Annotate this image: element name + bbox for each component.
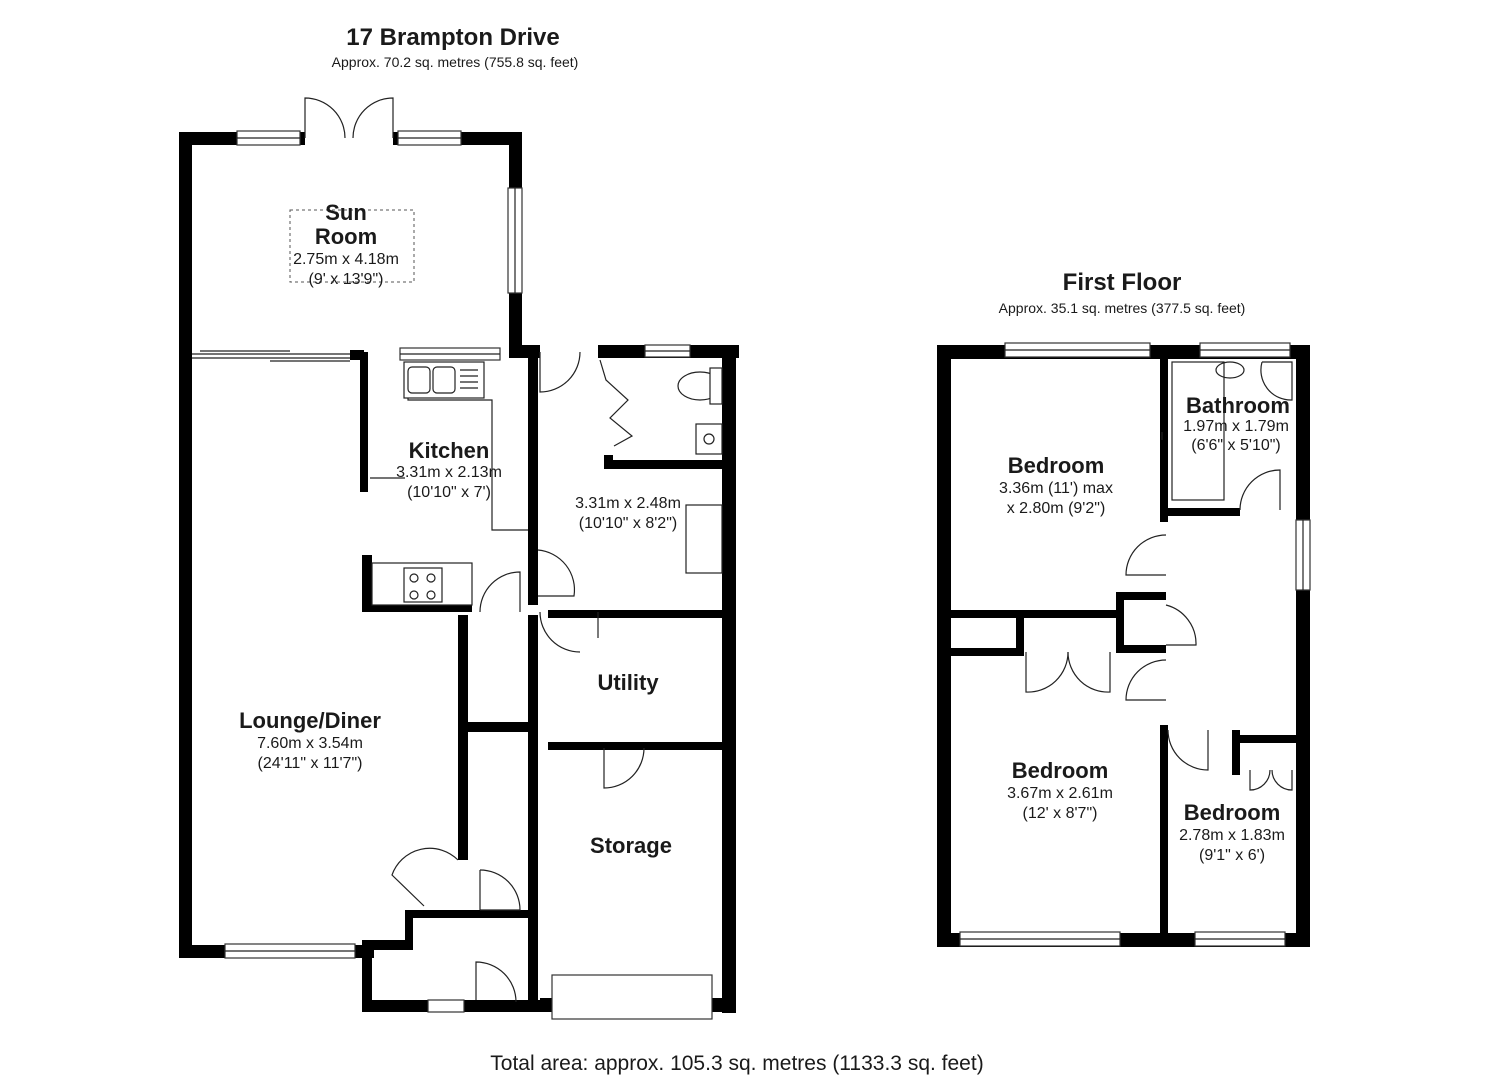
kitchen-dim-imperial: (10'10" x 7') — [407, 484, 491, 501]
total-area: Total area: approx. 105.3 sq. metres (11… — [490, 1052, 983, 1075]
kitchen-name: Kitchen — [409, 438, 490, 463]
sliding-door — [192, 350, 360, 362]
first-floor-doors — [1025, 469, 1293, 791]
utility-name: Utility — [597, 670, 659, 695]
lounge-diner-name: Lounge/Diner — [239, 708, 381, 733]
doors-ground — [479, 343, 723, 789]
bedroom-3-dim-metric: 2.78m x 1.83m — [1179, 827, 1285, 844]
first-floor-windows — [959, 342, 1311, 947]
bedroom-3-dim-imperial: (9'1" x 6') — [1199, 847, 1265, 864]
ground-floor-area: Approx. 70.2 sq. metres (755.8 sq. feet) — [332, 54, 579, 70]
hall-doors — [224, 847, 713, 1020]
bedroom-2-name: Bedroom — [1012, 758, 1109, 783]
bathroom-name: Bathroom — [1186, 393, 1290, 418]
lounge-diner-dim-imperial: (24'11" x 11'7") — [258, 755, 363, 772]
french-doors — [304, 97, 394, 146]
kitchen-units — [370, 361, 530, 531]
hob — [371, 562, 473, 606]
sun-room-dim-imperial: (9' x 13'9") — [309, 271, 384, 288]
sun-room-dim-metric: 2.75m x 4.18m — [293, 251, 399, 268]
bedroom-1-name: Bedroom — [1008, 453, 1105, 478]
bathroom-dim-imperial: (6'6" x 5'10") — [1191, 437, 1281, 454]
ground-floor-plan: 17 Brampton Drive Approx. 70.2 sq. metre… — [179, 24, 739, 1020]
hall-room-dim-metric: 3.31m x 2.48m — [575, 495, 681, 512]
hall-room-dim-imperial: (10'10" x 8'2") — [579, 515, 677, 532]
bathroom-dim-metric: 1.97m x 1.79m — [1183, 418, 1289, 435]
bedroom-2-dim-metric: 3.67m x 2.61m — [1007, 785, 1113, 802]
sun-room-name-2: Room — [315, 224, 377, 249]
bedroom-3-name: Bedroom — [1184, 800, 1281, 825]
storage-name: Storage — [590, 833, 672, 858]
first-floor-title: First Floor — [1063, 269, 1182, 296]
kitchen-dim-metric: 3.31m x 2.13m — [396, 464, 502, 481]
sun-room-windows — [236, 130, 523, 294]
ground-floor-title: 17 Brampton Drive — [346, 24, 559, 51]
first-floor-plan: First Floor Approx. 35.1 sq. metres (377… — [937, 269, 1311, 947]
first-floor-area: Approx. 35.1 sq. metres (377.5 sq. feet) — [999, 300, 1246, 316]
bedroom-1-dim-line1: 3.36m (11') max — [999, 480, 1113, 497]
sun-room-name-1: Sun — [325, 200, 367, 225]
bedroom-2-dim-imperial: (12' x 8'7") — [1023, 805, 1098, 822]
bedroom-1-dim-line2: x 2.80m (9'2") — [1007, 500, 1106, 517]
lounge-diner-dim-metric: 7.60m x 3.54m — [257, 735, 363, 752]
wc-fittings — [677, 367, 723, 455]
bathroom-fittings — [1161, 361, 1293, 501]
skylight-outline — [289, 209, 415, 283]
